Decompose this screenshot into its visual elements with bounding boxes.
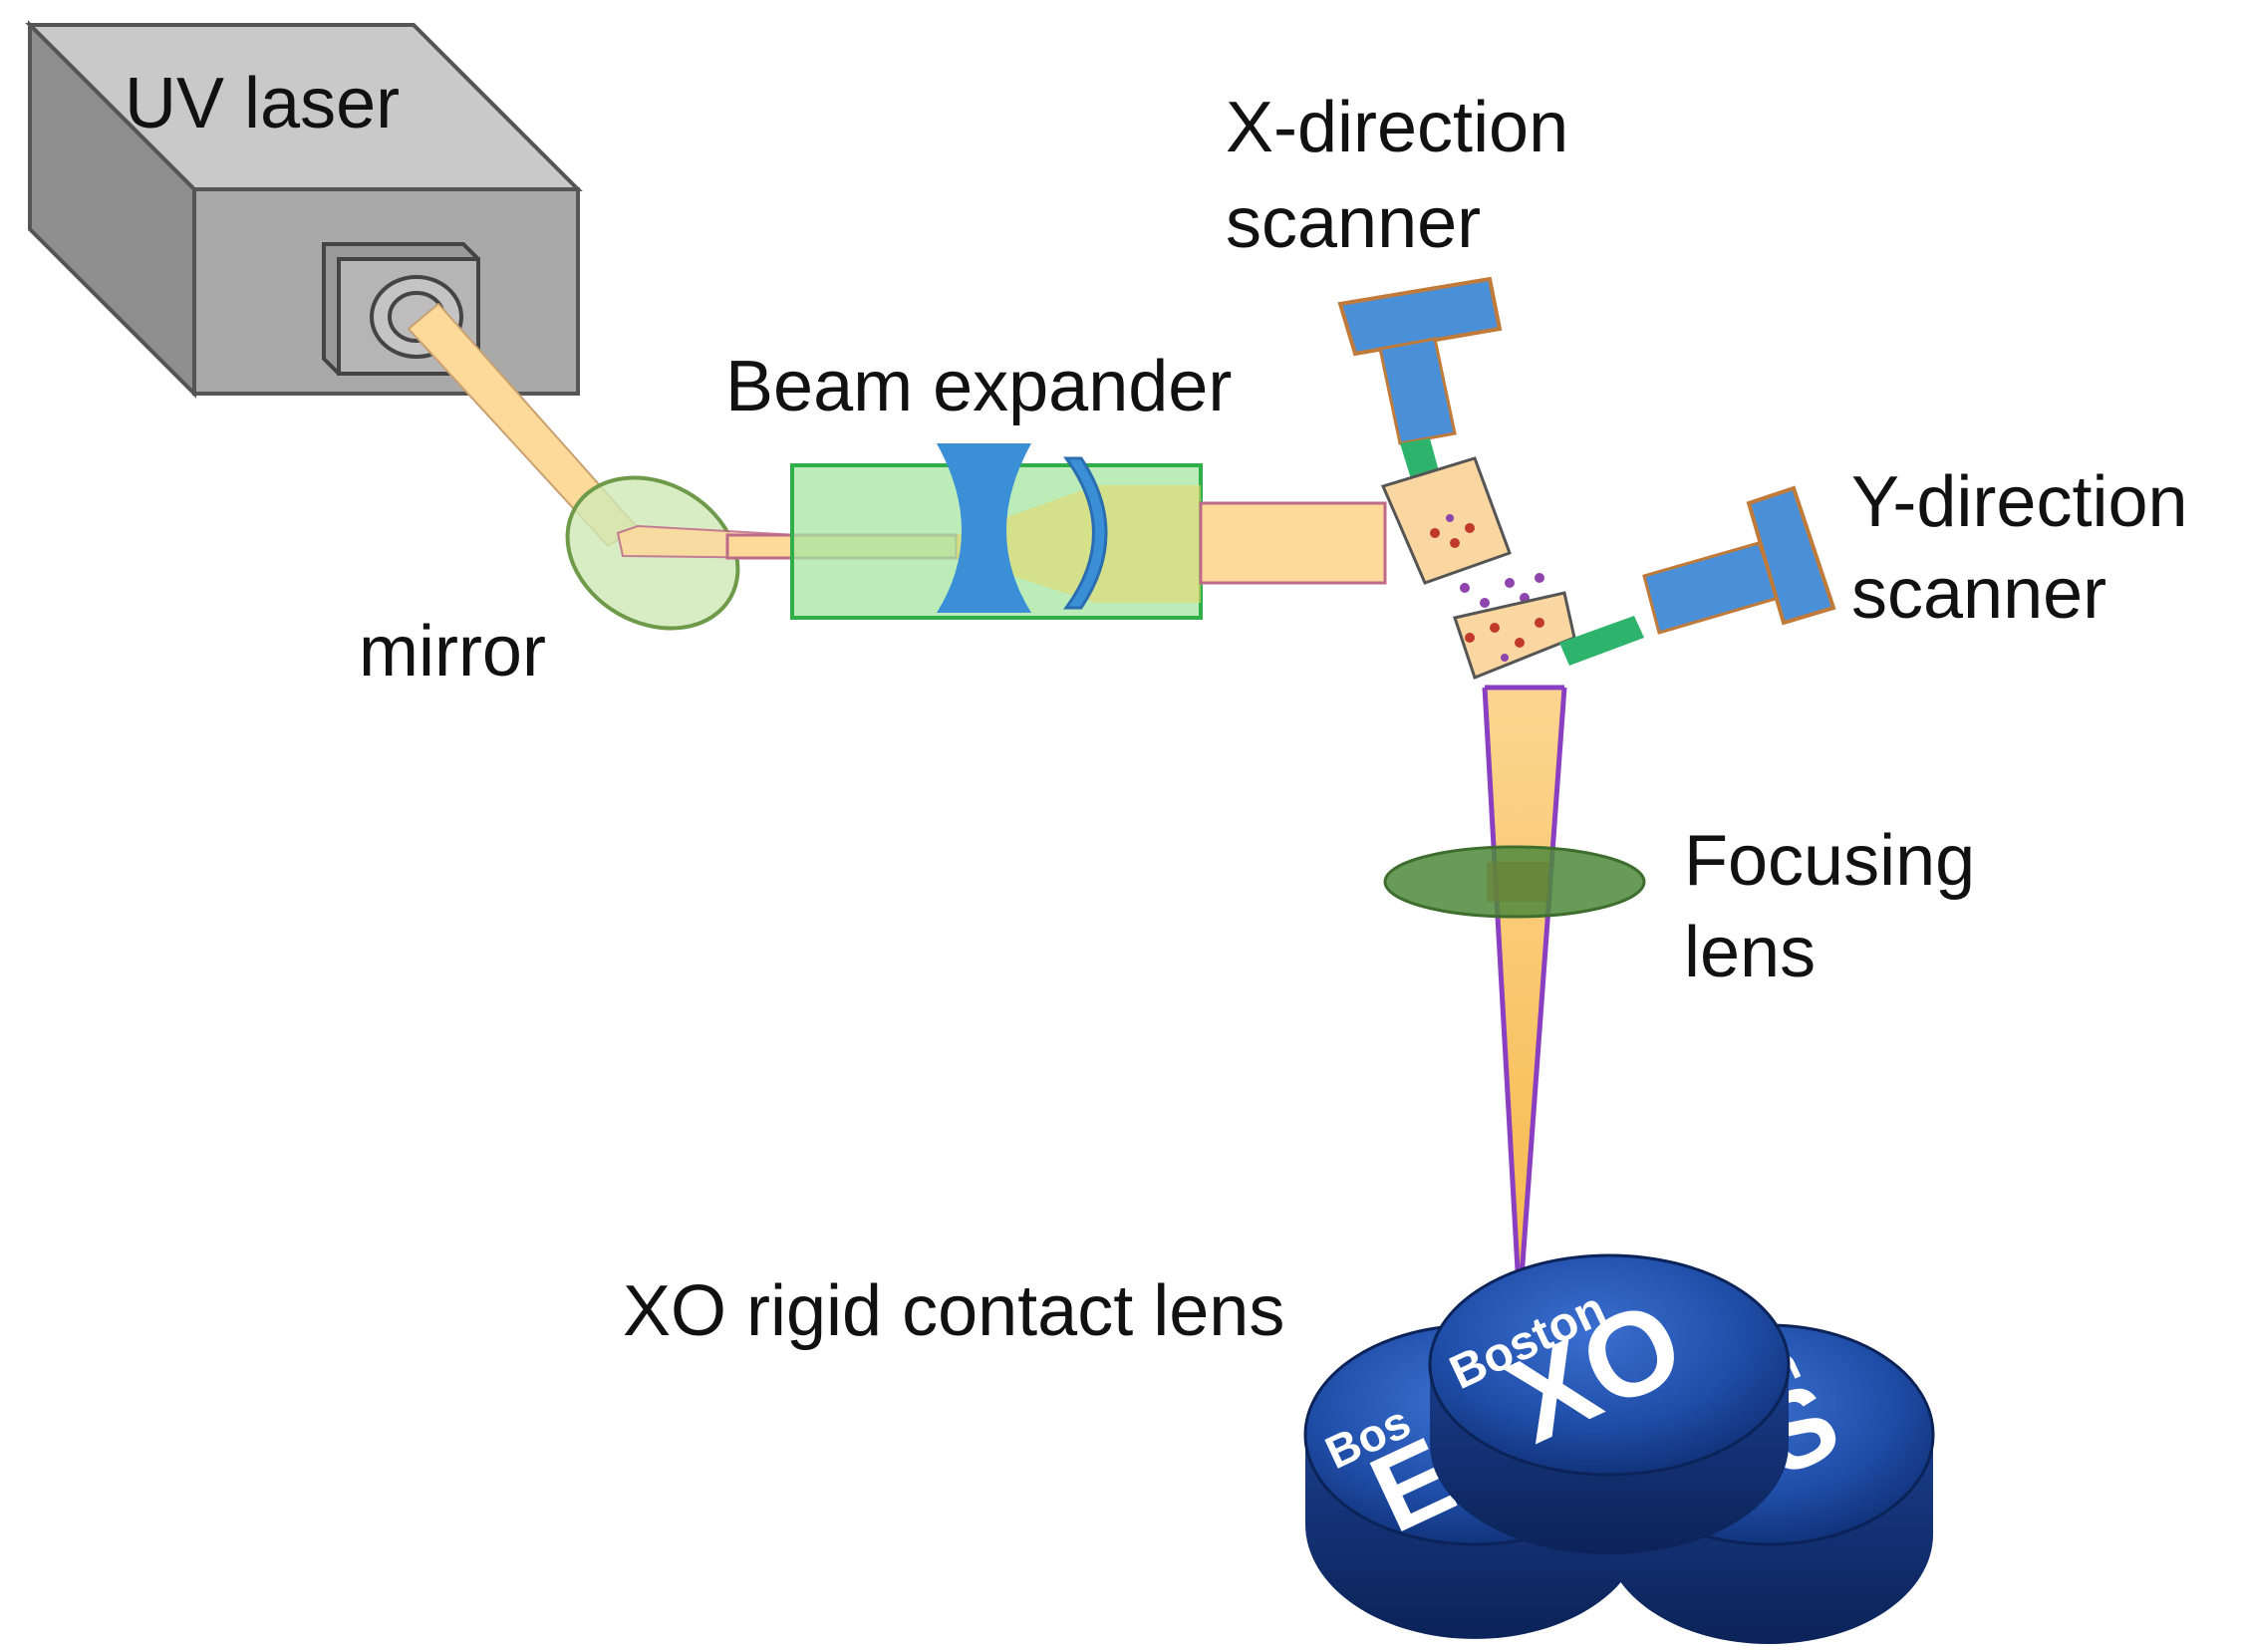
x-direction-scanner (1337, 276, 1512, 585)
label-beam-expander: Beam expander (725, 347, 1233, 426)
contact-lens-pucks: Bos E ton ES Boston XO (1303, 1253, 1935, 1644)
puck-center: Boston XO (1428, 1253, 1791, 1554)
beam-edge-left (1482, 687, 1523, 1306)
label-x-scanner-line2: scanner (1226, 183, 1482, 263)
label-y-scanner-line1: Y-direction (1851, 462, 2188, 542)
beam-wide (1199, 501, 1387, 585)
label-focusing-line1: Focusing (1684, 821, 1976, 901)
label-xo-rigid-contact-lens: XO rigid contact lens (623, 1271, 1285, 1351)
x-scanner-motor-cap (1337, 276, 1503, 357)
label-y-scanner-line2: scanner (1851, 554, 2107, 634)
label-mirror: mirror (359, 612, 546, 691)
y-scanner-shaft (1559, 616, 1644, 666)
x-scanner-mirror (1380, 456, 1512, 585)
beam-focusing (1485, 688, 1564, 1305)
x-scanner-motor-body (1378, 337, 1457, 445)
y-scanner-motor-cap (1746, 485, 1836, 626)
label-focusing-line2: lens (1684, 913, 1817, 992)
label-x-scanner-line1: X-direction (1226, 88, 1569, 167)
beam-expanding (957, 485, 1201, 603)
concave-lens (937, 443, 1031, 613)
beam-edge-right (1517, 687, 1567, 1306)
label-uv-laser: UV laser (125, 64, 401, 143)
y-scanner-motor-body (1642, 541, 1781, 635)
convex-lens (1063, 456, 1108, 610)
y-direction-scanner (1453, 485, 1836, 680)
